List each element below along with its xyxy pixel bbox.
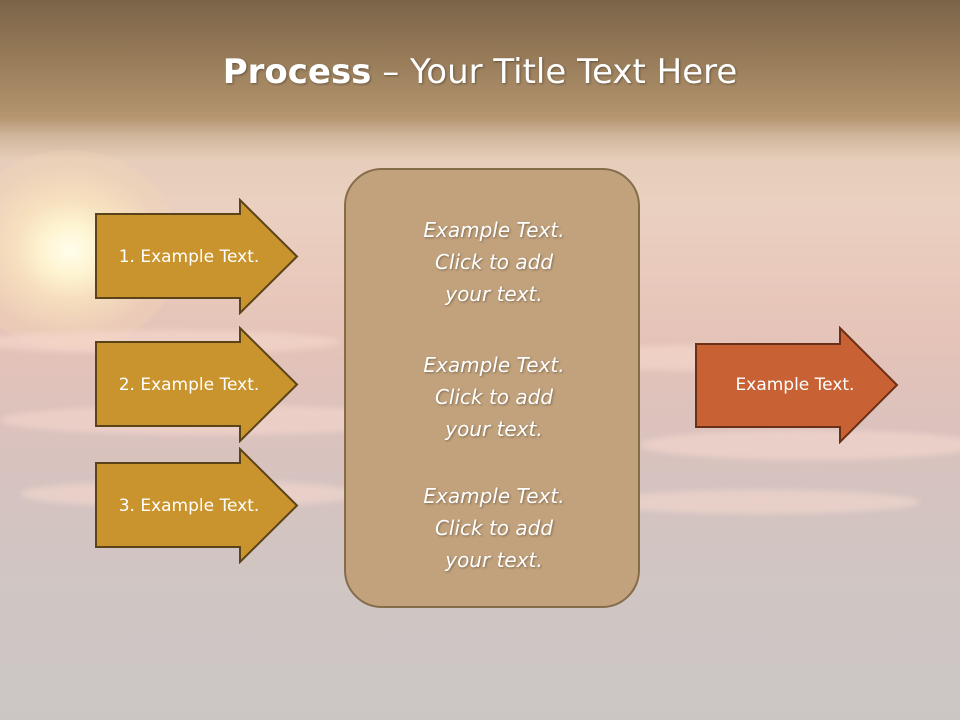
step-arrow-3[interactable]: 3. Example Text. (94, 447, 300, 564)
output-arrow-shape (695, 326, 899, 444)
step-arrow-2[interactable]: 2. Example Text. (94, 326, 300, 443)
center-text-box[interactable]: Example Text. Click to add your text. Ex… (344, 168, 640, 608)
step-arrow-3-shape (95, 447, 299, 564)
output-arrow[interactable]: Example Text. (694, 326, 900, 444)
center-text-line: Click to add (434, 250, 554, 274)
center-text-line: Example Text. (423, 353, 565, 377)
step-arrow-2-label: 2. Example Text. (118, 374, 260, 395)
center-text-block-1: Example Text. Click to add your text. (346, 214, 642, 310)
step-arrow-3-label: 3. Example Text. (118, 495, 260, 516)
center-text-block-2: Example Text. Click to add your text. (346, 349, 642, 445)
center-text-line: Example Text. (423, 218, 565, 242)
slide-title[interactable]: Process – Your Title Text Here (0, 52, 960, 92)
center-text-line: Click to add (434, 385, 554, 409)
step-arrow-1-shape (95, 198, 299, 315)
step-arrow-2-shape (95, 326, 299, 443)
output-arrow-label: Example Text. (735, 375, 855, 395)
center-text-line: Example Text. (423, 484, 565, 508)
center-text-line: your text. (445, 548, 543, 572)
center-text-block-3: Example Text. Click to add your text. (346, 480, 642, 576)
step-arrow-1-label: 1. Example Text. (118, 246, 260, 267)
center-text-line: your text. (445, 282, 543, 306)
cloud-band (640, 430, 960, 460)
cloud-band (600, 490, 920, 514)
center-text-line: Click to add (434, 516, 554, 540)
step-arrow-1[interactable]: 1. Example Text. (94, 198, 300, 315)
title-text: – Your Title Text Here (371, 52, 738, 92)
center-text-line: your text. (445, 417, 543, 441)
title-bold: Process (222, 52, 372, 92)
